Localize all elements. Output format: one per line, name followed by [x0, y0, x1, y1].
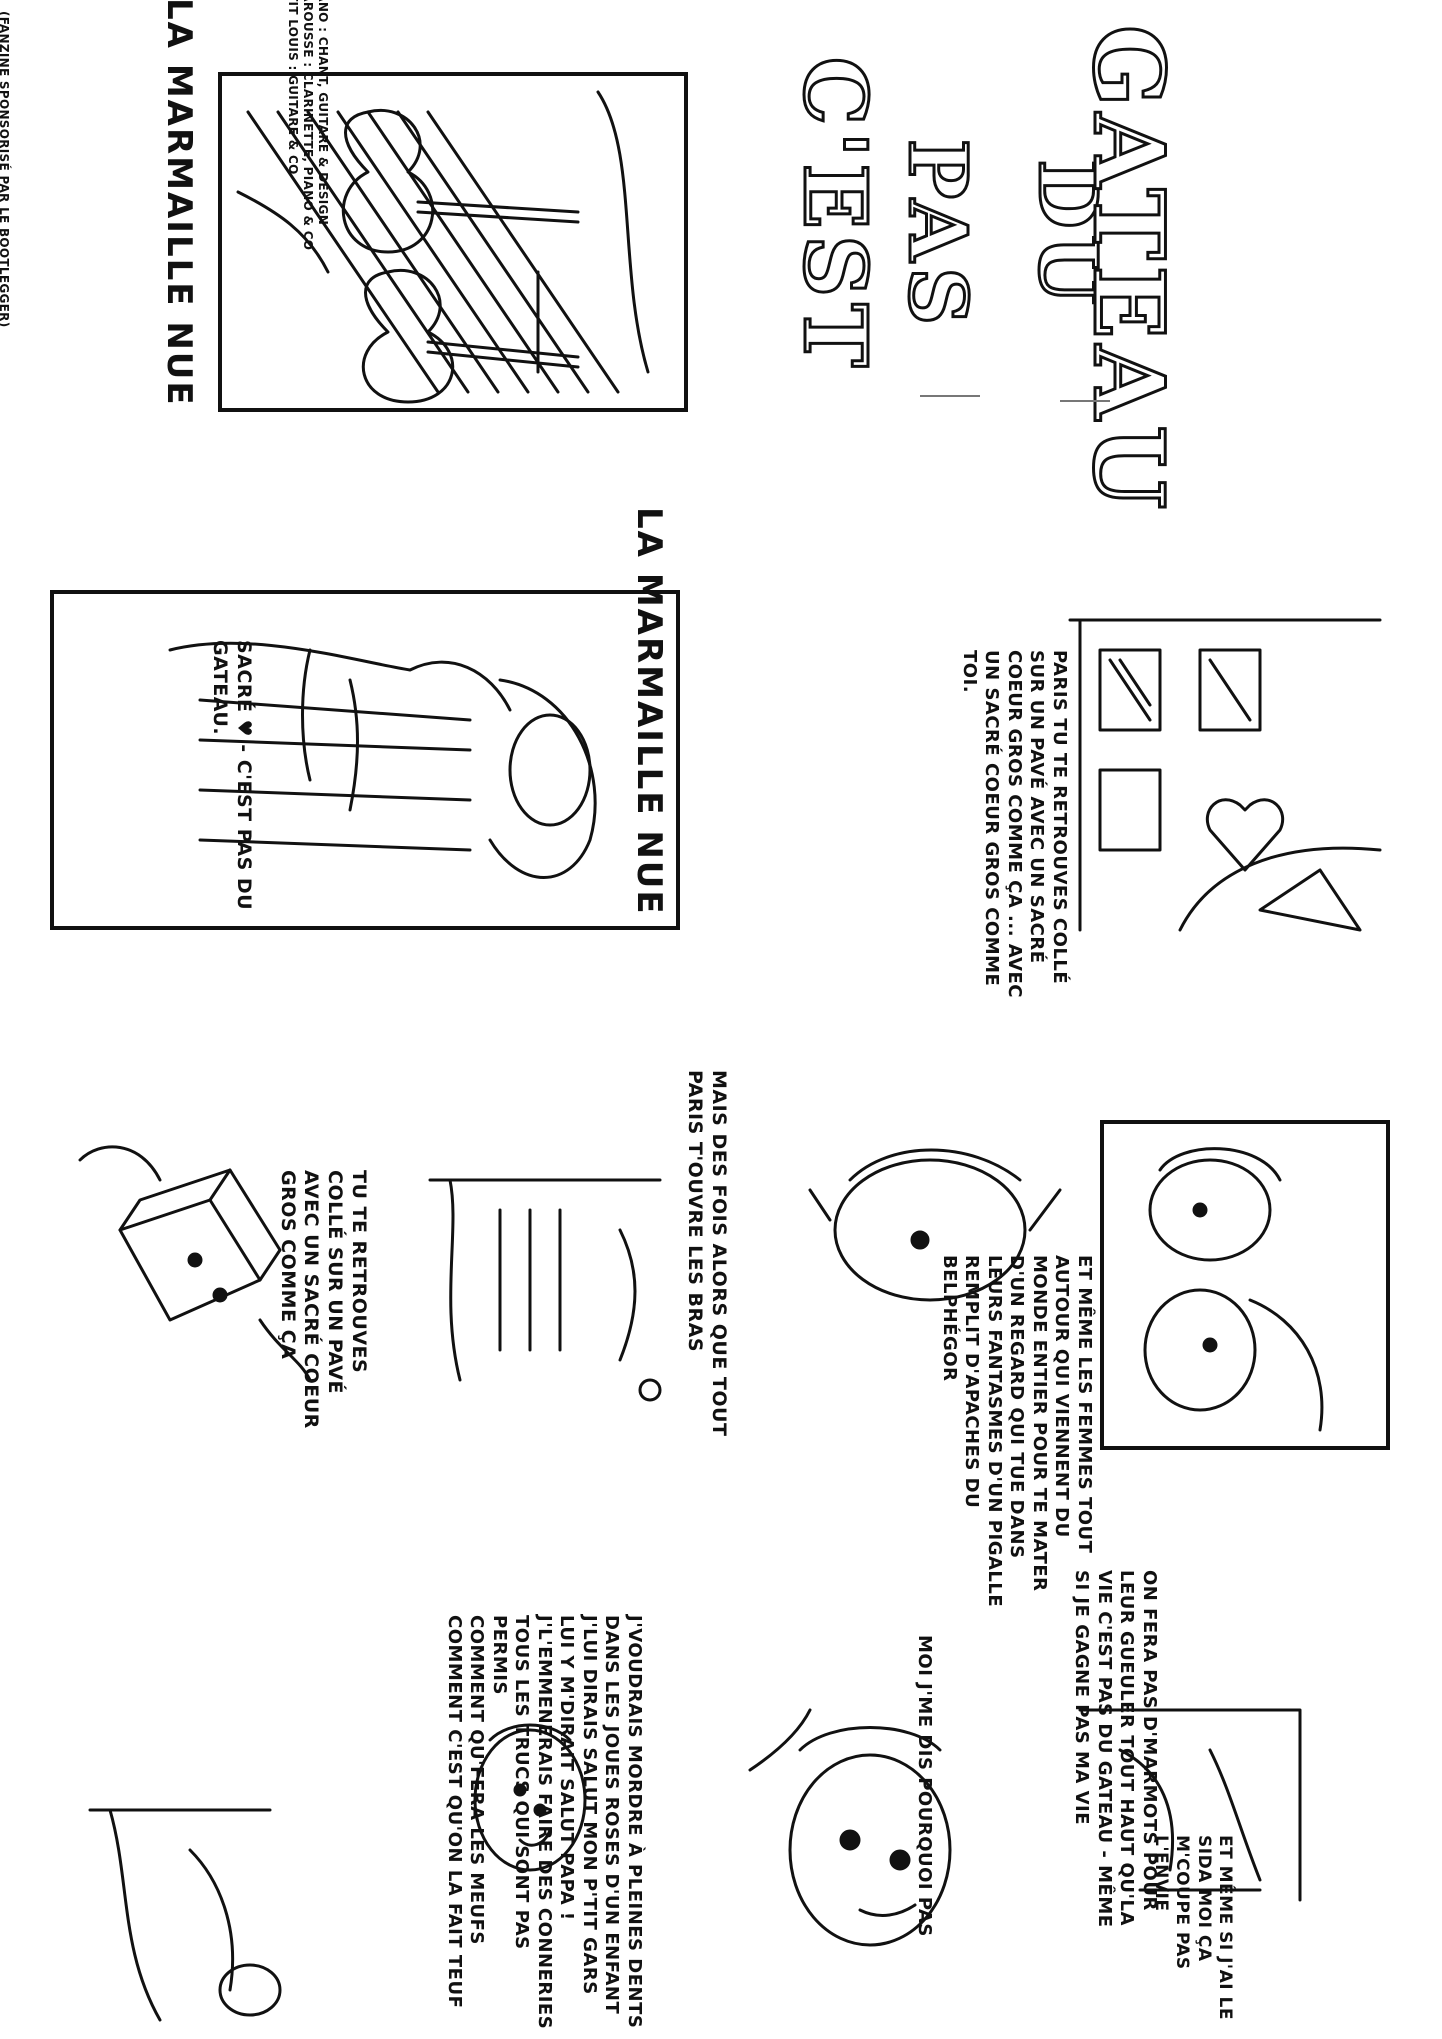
p1-credits: MANO : CHANT, GUITARE & DESIGN MAROUSSE …	[286, 0, 330, 251]
title-pas: PAS	[890, 137, 987, 332]
child-illustration	[473, 1723, 587, 1872]
divider-1	[920, 395, 980, 397]
divider-2	[1060, 400, 1110, 402]
p1-footer: (FANZINE SPONSORISÉ PAR LE BOOTLEGGER)	[0, 11, 11, 328]
bald-man-illustration	[748, 1708, 952, 1947]
p2-subtitle: SACRÉ ♥ - C'EST PAS DU GATEAU.	[209, 640, 255, 911]
p8-bottom-text: MOI J'ME DIS POURQUOI PAS	[914, 1635, 935, 1937]
members-illustration	[168, 641, 597, 879]
party-illustration	[88, 1808, 282, 2022]
women-frame	[1100, 1120, 1390, 1450]
title-gateau: GATEAU	[1071, 24, 1187, 517]
p4-text: J'VOUDRAIS MORDRE À PLEINES DENTS DANS L…	[444, 1615, 645, 2030]
p8-middle-text: ET MÊME SI J'AI LE SIDA MOI ÇA M'COUPE P…	[1151, 1835, 1235, 2020]
women-illustration	[1143, 1147, 1324, 1432]
p7-text: ET MÊME LES FEMMES TOUT AUTOUR QUI VIENN…	[939, 1255, 1095, 1608]
cover-frame	[218, 72, 688, 412]
p3-top-text: MAIS DES FOIS ALORS QUE TOUT PARIS T'OUV…	[684, 1070, 730, 1437]
heart-icon	[1205, 798, 1285, 872]
paris-rooftops-illustration	[1068, 618, 1382, 932]
p1-title: LA MARMAILLE NUE	[159, 0, 199, 407]
p3-bottom-text: TU TE RETROUVES COLLÉ SUR UN PAVÉ AVEC U…	[276, 1170, 370, 1429]
sacre-coeur-illustration	[428, 1178, 662, 1402]
p6-text: PARIS TU TE RETROUVES COLLÉ SUR UN PAVÉ …	[959, 650, 1070, 998]
members-frame	[50, 590, 680, 930]
hands-illustration	[1078, 1708, 1302, 1902]
cube-character-illustration	[78, 1145, 312, 1382]
p2-title: LA MARMAILLE NUE	[629, 507, 669, 916]
title-cest: C'EST	[783, 55, 887, 374]
guitars-illustration	[236, 90, 650, 404]
belphegor-illustration	[808, 1148, 1062, 1302]
